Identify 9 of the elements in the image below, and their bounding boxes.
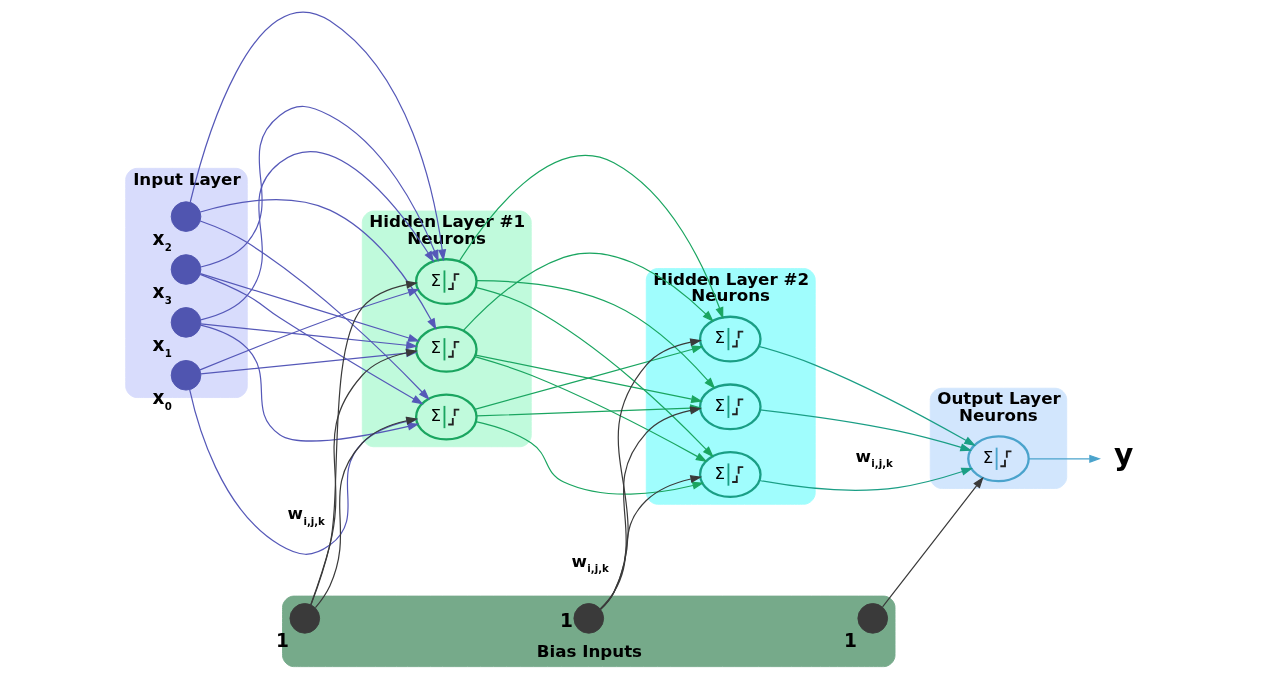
node-label: x$_{1}$	[152, 334, 172, 359]
node-label: x$_{3}$	[152, 281, 172, 306]
label: w$_{i,j,k}$	[855, 445, 893, 470]
label: w$_{i,j,k}$	[571, 550, 609, 575]
node-label: x$_{2}$	[152, 228, 172, 253]
node-label: 1	[559, 609, 573, 631]
node-label: 1	[843, 630, 857, 652]
label: w$_{i,j,k}$	[287, 503, 325, 527]
node-text: y	[1113, 437, 1133, 473]
